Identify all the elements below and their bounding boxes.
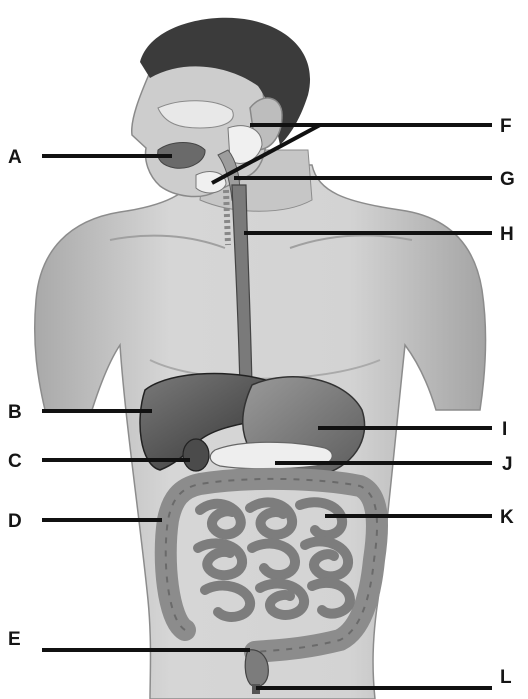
label-b: B (8, 402, 22, 423)
gallbladder (183, 439, 209, 471)
label-h: H (500, 224, 514, 245)
label-c: C (8, 451, 22, 472)
label-g: G (500, 169, 515, 190)
label-i: I (502, 419, 507, 440)
label-a: A (8, 147, 22, 168)
salivary-gland-submandibular (196, 172, 226, 193)
label-e: E (8, 629, 21, 650)
label-l: L (500, 667, 512, 688)
label-f: F (500, 116, 512, 137)
label-j: J (502, 454, 513, 475)
label-k: K (500, 507, 514, 528)
label-d: D (8, 511, 22, 532)
